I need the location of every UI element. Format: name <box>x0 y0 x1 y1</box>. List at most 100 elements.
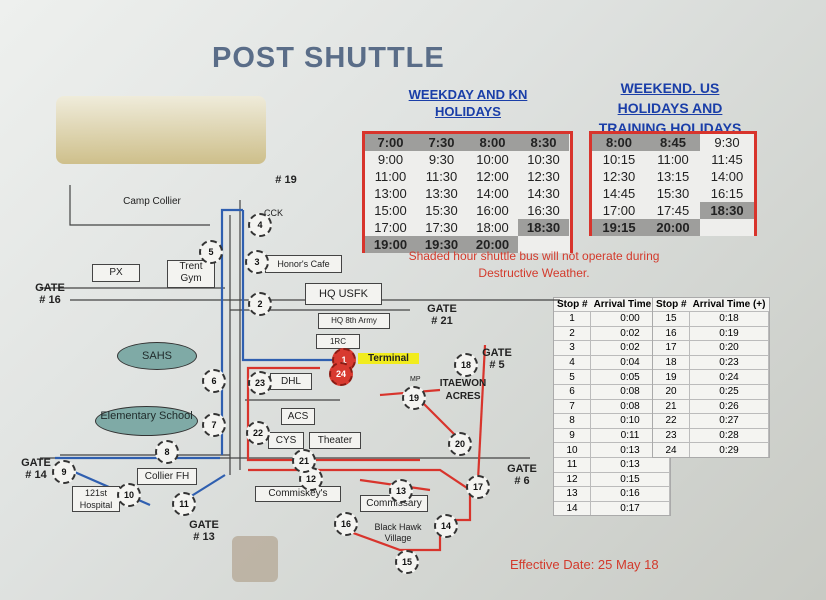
stop-number: 22 <box>653 413 691 429</box>
effective-date: Effective Date: 25 May 18 <box>510 557 659 572</box>
stop-3-marker: 3 <box>245 250 269 274</box>
stop-number: 9 <box>554 427 592 443</box>
stop-23-marker: 23 <box>248 371 272 395</box>
stop-number: 21 <box>653 398 691 414</box>
schedule-time: 13:30 <box>425 186 458 201</box>
stop-number: 15 <box>653 311 691 327</box>
stop-number: 20 <box>653 383 691 400</box>
schedule-time: 12:30 <box>602 169 636 184</box>
schedule-time: 11:00 <box>374 169 407 184</box>
arrival-time: 0:17 <box>590 500 670 516</box>
weekday-heading: WEEKDAY AND KN HOLIDAYS <box>408 87 528 119</box>
gate-16-label: GATE # 16 <box>35 282 65 306</box>
hq-usfk-building: HQ USFK <box>305 283 382 305</box>
stop-number: 2 <box>554 325 592 341</box>
stop-number: 14 <box>554 500 592 516</box>
schedule-time: 9:30 <box>428 152 455 167</box>
arrival-time: 0:29 <box>689 442 769 457</box>
schedule-time: 17:00 <box>374 220 407 235</box>
schedule-time: 8:45 <box>646 134 700 151</box>
stop-number: 19 <box>653 369 691 385</box>
schedule-time: 15:30 <box>425 203 458 218</box>
stop-col-header: Stop # <box>557 299 588 310</box>
stop-13-marker: 13 <box>389 479 413 503</box>
schedule-time: 17:00 <box>602 203 636 218</box>
honors-cafe-building: Honor's Cafe <box>265 255 342 273</box>
schedule-time: 15:00 <box>374 203 407 218</box>
schedule-time: 12:00 <box>476 169 509 184</box>
stop-number: 1 <box>554 311 592 327</box>
stop-number: 12 <box>554 471 592 487</box>
gate-6-label: GATE # 6 <box>507 463 537 487</box>
schedule-time: 18:00 <box>476 220 509 235</box>
stop-20-marker: 20 <box>448 432 472 456</box>
terminal-label: Terminal <box>358 353 419 364</box>
arrival-time: 0:20 <box>689 340 769 356</box>
stop-19-marker: 19 <box>402 386 426 410</box>
schedule-time: 14:45 <box>602 186 636 201</box>
schedule-time: 17:45 <box>656 203 690 218</box>
arrival-time: 0:13 <box>590 456 670 473</box>
schedule-time: 20:00 <box>467 236 518 253</box>
sahs-oval: SAHS <box>117 342 197 370</box>
1rc-building: 1RC <box>316 334 360 349</box>
poster-title: POST SHUTTLE <box>212 42 445 74</box>
cck-label: CCK <box>264 208 284 218</box>
stop-number: 4 <box>554 354 592 370</box>
hq-8th-army-building: HQ 8th Army <box>318 313 390 329</box>
arrival-col-header: Arrival Time (+) <box>593 299 667 310</box>
arrival-time: 0:18 <box>689 311 769 327</box>
stop-16-marker: 16 <box>334 512 358 536</box>
stop-2-marker: 2 <box>248 292 272 316</box>
stop-17-marker: 17 <box>466 475 490 499</box>
arrival-col-header: Arrival Time (+) <box>692 299 766 310</box>
schedule-time: 14:00 <box>476 186 509 201</box>
camp-collier-label: Camp Collier <box>123 196 181 207</box>
schedule-time: 16:00 <box>476 203 509 218</box>
schedule-time: 13:00 <box>374 186 407 201</box>
cys-building: CYS <box>268 432 304 449</box>
stop-5-marker: 5 <box>199 240 223 264</box>
stop-7-marker: 7 <box>202 413 226 437</box>
schedule-time: 19:15 <box>592 219 646 236</box>
stop-col-header: Stop # <box>656 299 687 310</box>
schedule-row: 13:00 13:30 14:00 14:30 <box>365 185 570 202</box>
stop-number: 23 <box>653 427 691 443</box>
stop-number: 13 <box>554 486 592 502</box>
arrival-time: 0:25 <box>689 383 769 400</box>
schedule-time: 11:30 <box>425 169 458 184</box>
shuttle-bus-image <box>56 96 266 164</box>
schedule-time: 10:00 <box>476 152 509 167</box>
arrival-time: 0:15 <box>590 471 670 487</box>
commiskeys-building: Commiskey's <box>255 486 341 502</box>
stop-21-marker: 21 <box>292 449 316 473</box>
schedule-time: 14:30 <box>527 186 560 201</box>
itaewon-acres-label: ITAEWON ACRES <box>439 378 487 402</box>
stop-number: 18 <box>653 354 691 370</box>
